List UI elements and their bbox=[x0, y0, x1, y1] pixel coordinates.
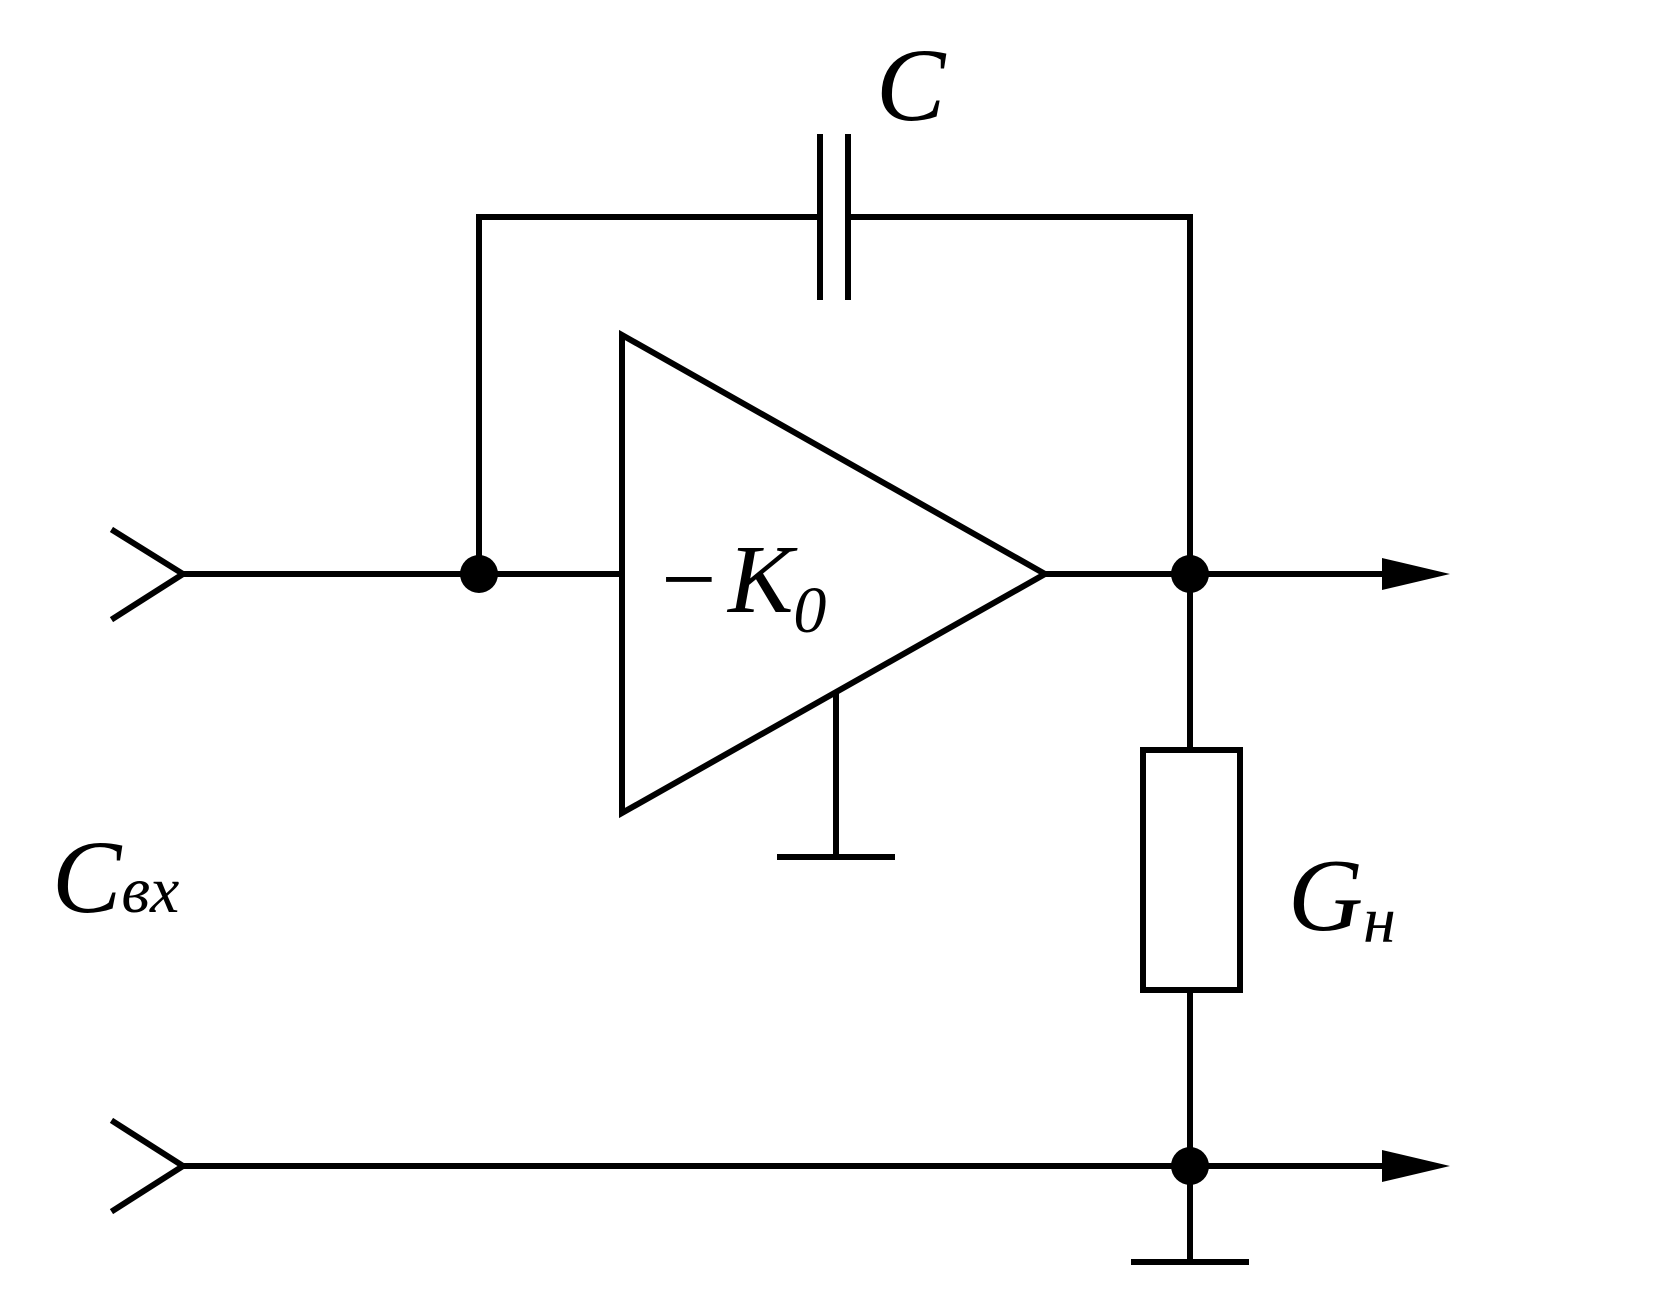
junction-bottom bbox=[1171, 1147, 1209, 1185]
label-feedback-capacitor: C bbox=[876, 28, 947, 143]
junction-output bbox=[1171, 555, 1209, 593]
label-amplifier-gain-main: K bbox=[726, 526, 798, 634]
label-input-capacitance-sub: вх bbox=[121, 854, 179, 927]
label-input-capacitance: Cвх bbox=[52, 820, 179, 935]
label-amplifier-gain: K0 bbox=[726, 526, 826, 647]
label-amplifier-gain-sub: 0 bbox=[793, 574, 826, 647]
label-load-conductance: Gн bbox=[1288, 838, 1396, 957]
label-load-conductance-main: G bbox=[1288, 838, 1363, 953]
output-arrow-bottom bbox=[1382, 1150, 1450, 1182]
output-arrow-top bbox=[1382, 558, 1450, 590]
label-input-capacitance-main: C bbox=[52, 820, 123, 935]
input-terminal-top bbox=[109, 526, 189, 623]
input-terminal-bottom bbox=[109, 1117, 189, 1215]
label-load-conductance-sub: н bbox=[1363, 884, 1396, 957]
junction-input bbox=[460, 555, 498, 593]
label-amplifier-sign: − bbox=[655, 526, 721, 634]
load-resistor bbox=[1140, 747, 1243, 993]
